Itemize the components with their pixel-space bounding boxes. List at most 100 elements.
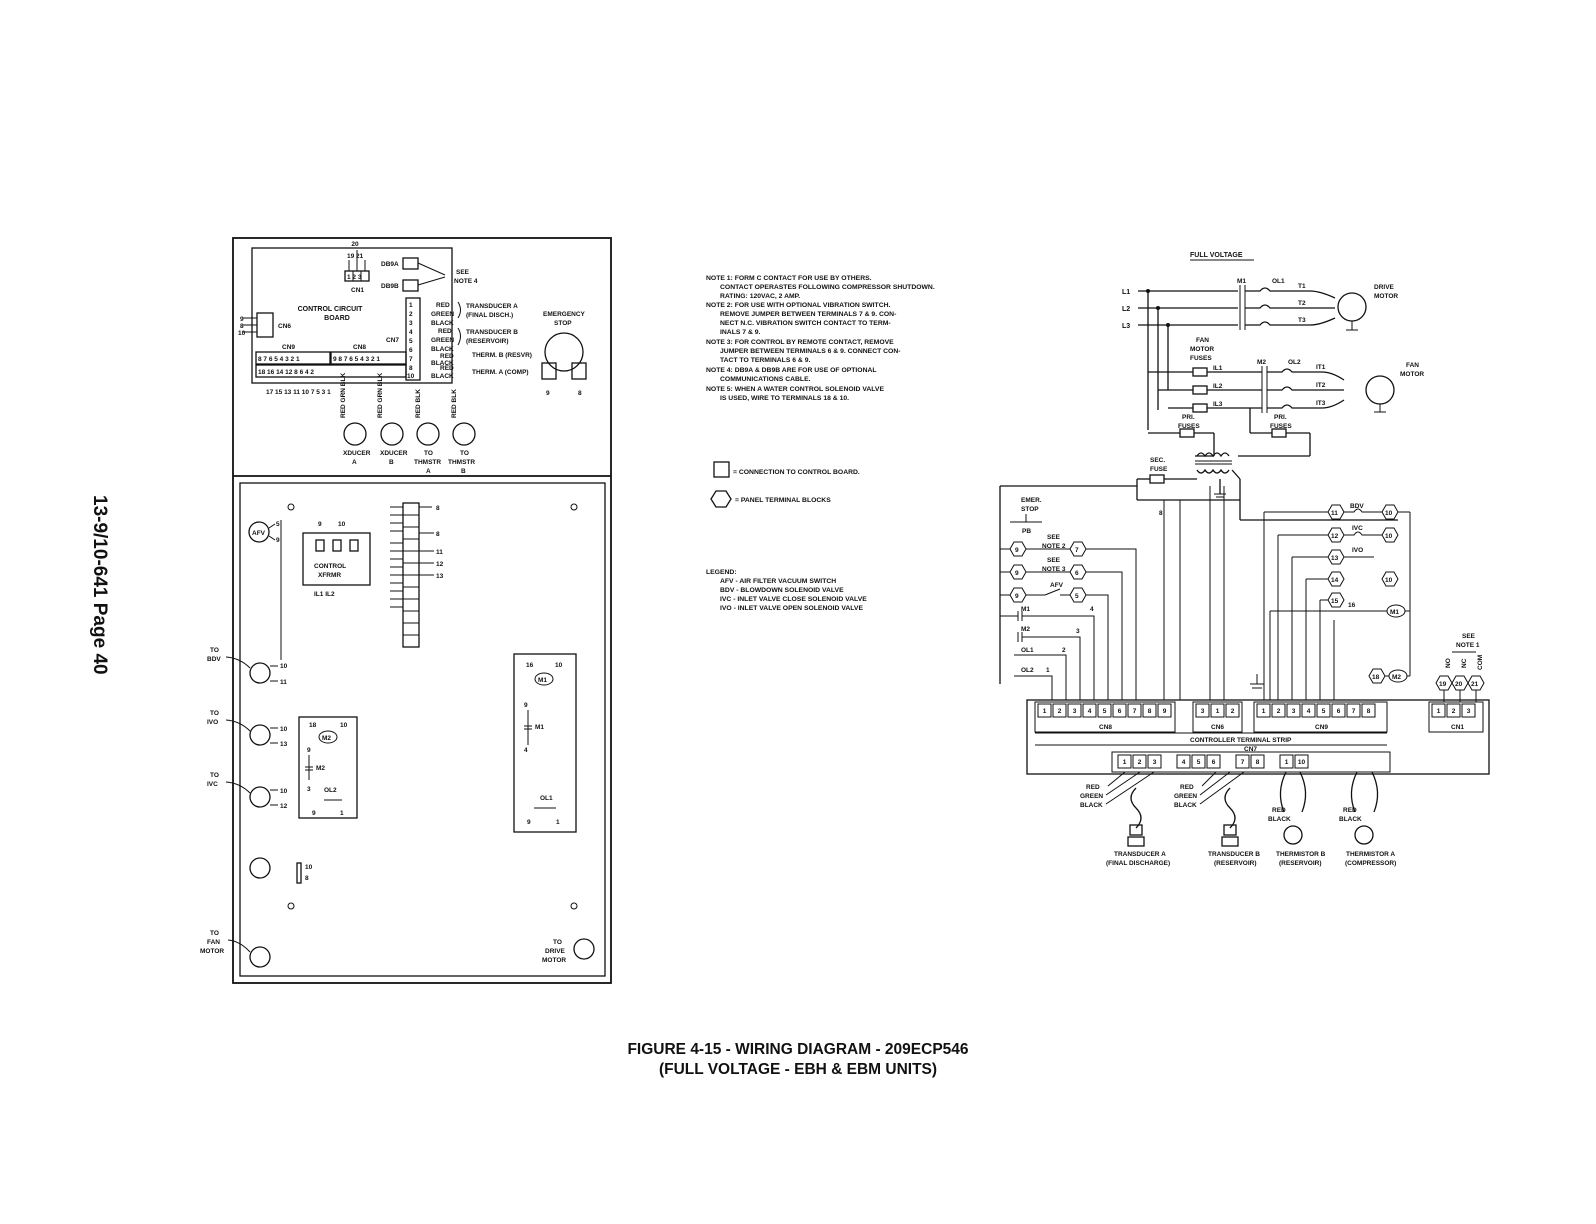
- svg-text:A: A: [352, 459, 357, 466]
- svg-text:TRANSDUCER B: TRANSDUCER B: [1208, 851, 1260, 858]
- svg-text:TO: TO: [210, 710, 219, 717]
- svg-text:FUSE: FUSE: [1150, 466, 1168, 473]
- terminal-pin: [1097, 703, 1112, 718]
- svg-text:PRI.: PRI.: [1182, 414, 1195, 421]
- svg-text:BDV - BLOWDOWN SOLENOID VALV: BDV - BLOWDOWN SOLENOID VALVE: [720, 587, 844, 594]
- svg-text:RED: RED: [440, 365, 454, 372]
- hexagon-key-icon: [710, 490, 732, 508]
- svg-text:RED: RED: [1180, 784, 1194, 791]
- svg-text:10: 10: [305, 864, 313, 871]
- svg-text:8: 8: [1159, 510, 1163, 517]
- svg-text:BLACK: BLACK: [1174, 802, 1197, 809]
- svg-text:BOARD: BOARD: [324, 315, 350, 322]
- svg-text:SEE: SEE: [1047, 557, 1061, 564]
- terminal-pin-label: 8: [1367, 708, 1371, 715]
- svg-text:L2: L2: [1122, 306, 1130, 313]
- svg-text:RED: RED: [1343, 807, 1357, 814]
- svg-text:12: 12: [1331, 533, 1339, 540]
- svg-text:GREEN: GREEN: [431, 311, 454, 318]
- svg-text:B: B: [461, 468, 466, 475]
- svg-text:8: 8: [409, 365, 413, 372]
- svg-text:EMER.: EMER.: [1021, 497, 1042, 504]
- terminal-pin: [1446, 703, 1461, 718]
- svg-text:9: 9: [527, 819, 531, 826]
- svg-text:LEGEND:: LEGEND:: [706, 569, 737, 576]
- terminal-pin: [1147, 754, 1162, 769]
- svg-text:MOTOR: MOTOR: [1190, 346, 1214, 353]
- svg-text:FAN: FAN: [1196, 337, 1209, 344]
- svg-text:RED: RED: [1272, 807, 1286, 814]
- svg-text:7: 7: [1075, 547, 1079, 554]
- svg-text:(COMPRESSOR): (COMPRESSOR): [1345, 860, 1396, 867]
- svg-text:JUMPER BETWEEN TERMINALS 6 & 9: JUMPER BETWEEN TERMINALS 6 & 9. CONNECT …: [720, 348, 901, 355]
- fan-motor-icon: [1365, 375, 1395, 405]
- svg-text:9: 9: [240, 316, 244, 323]
- xducer-a-connector-icon: [343, 422, 367, 446]
- square-key-icon: [713, 461, 730, 478]
- svg-text:NOTE 3: FOR CONTROL BY REMOTE: NOTE 3: FOR CONTROL BY REMOTE CONTACT, R…: [706, 339, 894, 346]
- svg-text:OL1: OL1: [1272, 278, 1285, 285]
- terminal-pin: [1127, 703, 1142, 718]
- svg-text:9: 9: [1015, 547, 1019, 554]
- terminal-pin-label: 2: [1277, 708, 1281, 715]
- svg-text:17 15 13 11 10 7 5 3: 17 15 13 11 10 7 5 3 1: [266, 389, 331, 396]
- svg-text:5: 5: [409, 338, 413, 345]
- svg-text:8: 8: [305, 875, 309, 882]
- svg-text:9: 9: [546, 390, 550, 397]
- svg-text:OL2: OL2: [1288, 359, 1301, 366]
- figure-caption: FIGURE 4-15 - WIRING DIAGRAM - 209ECP546…: [0, 1040, 1596, 1080]
- svg-text:T3: T3: [1298, 317, 1306, 324]
- svg-text:REMOVE JUMPER BETWEEN TERMINAL: REMOVE JUMPER BETWEEN TERMINALS 7 & 9. C…: [720, 311, 896, 318]
- control-transformer: [302, 532, 371, 586]
- terminal-pin: [1132, 754, 1147, 769]
- svg-text:3: 3: [409, 320, 413, 327]
- svg-text:IL1: IL1: [1213, 365, 1223, 372]
- svg-text:NECT N.C. VIBRATION SWITCH CON: NECT N.C. VIBRATION SWITCH CONTACT TO TE…: [720, 320, 891, 327]
- terminal-pin-label: 8: [1148, 708, 1152, 715]
- svg-text:9: 9: [307, 747, 311, 754]
- terminal-pin: [1067, 703, 1082, 718]
- svg-text:XDUCER: XDUCER: [343, 450, 371, 457]
- svg-text:20: 20: [351, 241, 359, 248]
- drive-motor-icon: [1337, 292, 1367, 322]
- svg-text:(FINAL DISCH.): (FINAL DISCH.): [466, 312, 513, 319]
- svg-text:T1: T1: [1298, 283, 1306, 290]
- svg-text:BLACK: BLACK: [1339, 816, 1362, 823]
- svg-text:CN9: CN9: [1315, 724, 1328, 731]
- terminal-pin: [1157, 703, 1172, 718]
- notes-block: NOTE 1: FORM C CONTACT FOR USE BY OTHERS…: [706, 275, 935, 402]
- terminal-pin: [1431, 703, 1446, 718]
- svg-text:BLACK: BLACK: [431, 360, 454, 367]
- svg-text:NOTE 5: WHEN A WATER CONTROL S: NOTE 5: WHEN A WATER CONTROL SOLENOID VA…: [706, 386, 884, 393]
- svg-text:1: 1: [340, 810, 344, 817]
- svg-text:THMSTR: THMSTR: [448, 459, 475, 466]
- svg-text:SEE: SEE: [1047, 534, 1061, 541]
- svg-text:DB9A: DB9A: [381, 261, 399, 268]
- svg-text:MOTOR: MOTOR: [1400, 371, 1424, 378]
- svg-text:EMERGENCY: EMERGENCY: [543, 311, 586, 318]
- svg-text:PRI.: PRI.: [1274, 414, 1287, 421]
- svg-text:15: 15: [1331, 598, 1339, 605]
- svg-text:NOTE 3: NOTE 3: [1042, 566, 1066, 573]
- svg-text:CONTROL: CONTROL: [314, 563, 346, 570]
- svg-text:CONTROLLER TERMINAL STRIP: CONTROLLER TERMINAL STRIP: [1190, 737, 1292, 744]
- svg-text:IVC: IVC: [1352, 525, 1363, 532]
- terminal-pin-label: 9: [1163, 708, 1167, 715]
- svg-text:10: 10: [280, 663, 288, 670]
- controller-terminal-strip: [1026, 699, 1490, 775]
- terminal-pin: [1250, 754, 1265, 769]
- svg-text:FAN: FAN: [207, 939, 220, 946]
- svg-text:TO: TO: [460, 450, 469, 457]
- terminal-pin-label: 4: [1182, 759, 1186, 766]
- terminal-pin: [1294, 754, 1309, 769]
- svg-text:1: 1: [1046, 667, 1050, 674]
- svg-text:OL1: OL1: [1021, 647, 1034, 654]
- svg-text:1: 1: [409, 302, 413, 309]
- svg-text:M2: M2: [1392, 674, 1401, 681]
- svg-text:BDV: BDV: [207, 656, 221, 663]
- svg-text:18 16 14 12 8 6 4 2: 18 16 14 12 8 6 4 2: [258, 369, 314, 376]
- svg-text:(RESERVOIR): (RESERVOIR): [1279, 860, 1322, 867]
- terminal-pin: [1361, 703, 1376, 718]
- terminal-pin: [1112, 703, 1127, 718]
